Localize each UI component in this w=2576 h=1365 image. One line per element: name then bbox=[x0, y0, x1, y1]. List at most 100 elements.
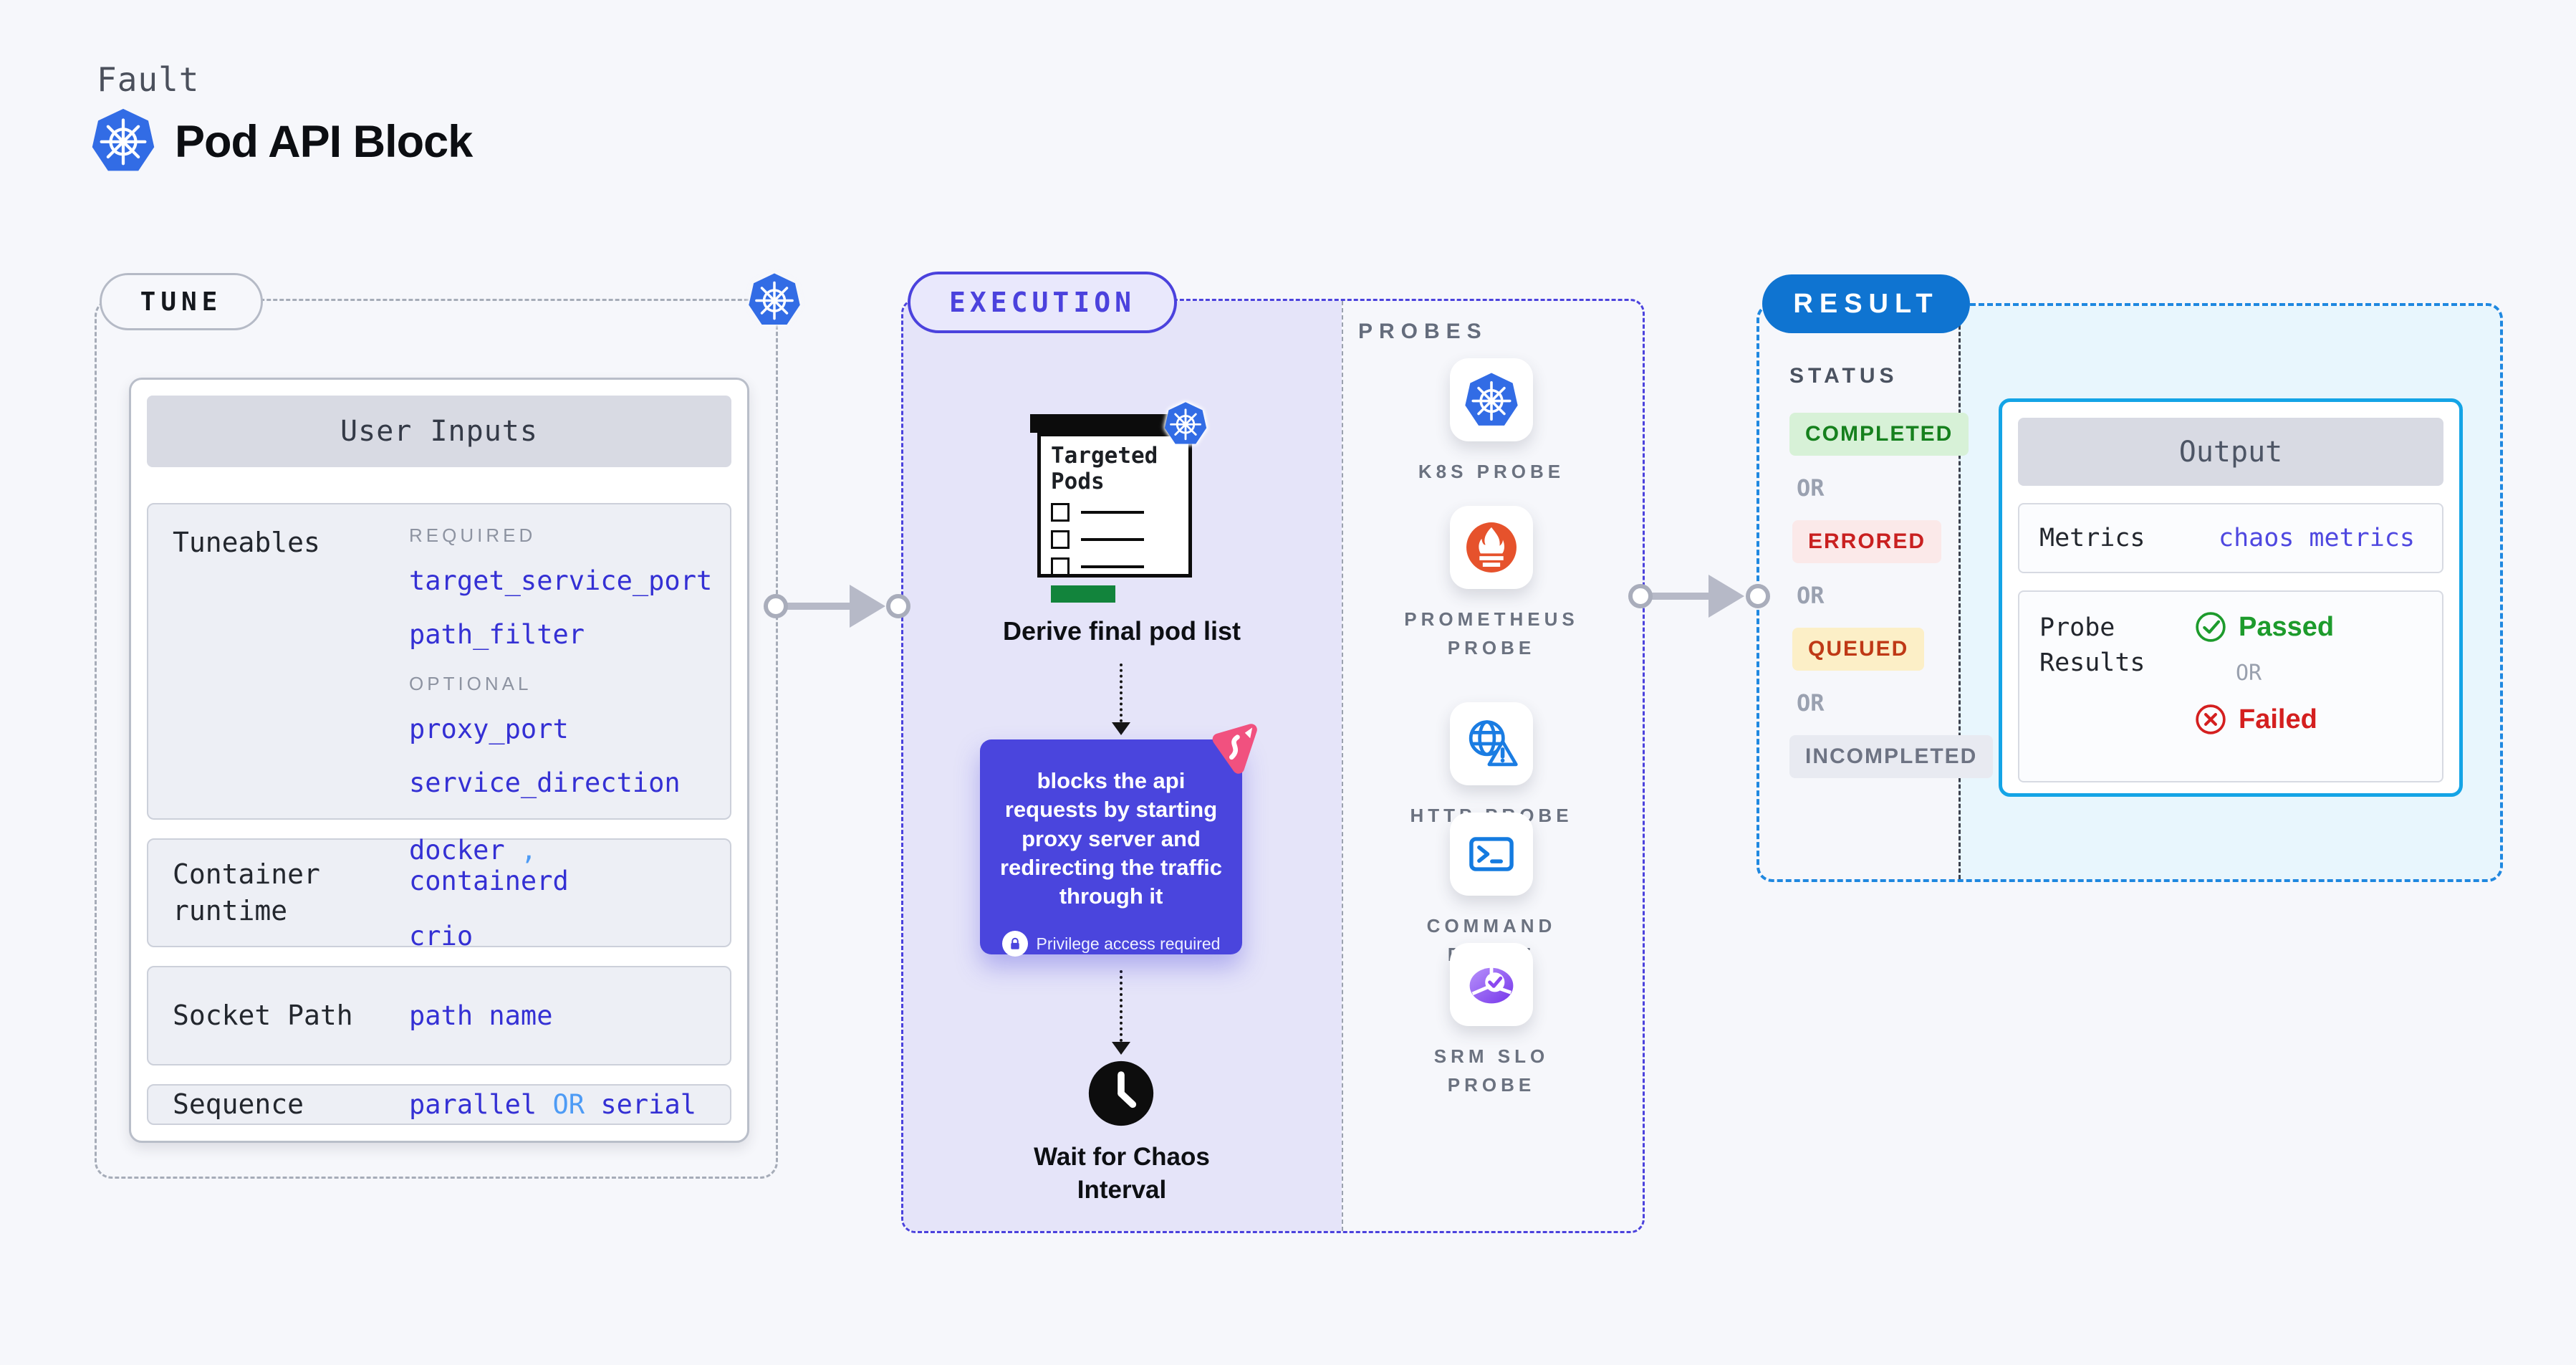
execution-probes-divider bbox=[1342, 301, 1343, 1231]
connector-arrowhead bbox=[850, 585, 885, 628]
metrics-row: Metrics chaos metrics bbox=[2018, 503, 2443, 573]
lock-icon bbox=[1001, 931, 1028, 957]
tuneable-value: path_filter bbox=[409, 619, 585, 650]
x-circle-icon bbox=[2194, 703, 2227, 736]
probe-label: SRM SLO PROBE bbox=[1433, 1045, 1549, 1096]
progress-bar bbox=[1051, 585, 1115, 603]
connector-arrowhead bbox=[1708, 575, 1744, 618]
status-badge-errored: ERRORED bbox=[1792, 520, 1942, 563]
socket-path-label: Socket Path bbox=[173, 1000, 353, 1032]
connector-node bbox=[764, 594, 788, 618]
sequence-option: parallel bbox=[409, 1089, 537, 1121]
flow-dotted-line bbox=[1120, 664, 1123, 722]
checkbox-icon bbox=[1051, 503, 1070, 522]
connector-arrow bbox=[1649, 593, 1717, 600]
tuneable-value: proxy_port bbox=[409, 714, 569, 744]
k8s-probe-icon bbox=[1450, 358, 1533, 441]
optional-label: OPTIONAL bbox=[409, 673, 532, 694]
result-pill: RESULT bbox=[1762, 274, 1970, 333]
targeted-pods-titlebar bbox=[1030, 414, 1192, 433]
probe-item: PROMETHEUS PROBE bbox=[1398, 506, 1585, 663]
globe-warning-icon bbox=[1450, 702, 1533, 785]
targeted-pods-icon: Targeted Pods bbox=[1030, 414, 1192, 603]
probe-label: K8S PROBE bbox=[1418, 461, 1565, 482]
probe-item: K8S PROBE bbox=[1398, 358, 1585, 486]
status-badge-queued: QUEUED bbox=[1792, 628, 1925, 671]
page-title: Pod API Block bbox=[175, 117, 473, 167]
result-divider bbox=[1959, 306, 1961, 879]
status-heading: STATUS bbox=[1789, 364, 1898, 388]
sequence-or: OR bbox=[552, 1089, 585, 1121]
metrics-label: Metrics bbox=[2039, 523, 2145, 552]
probe-results-label: Probe Results bbox=[2039, 613, 2145, 677]
runtime-separator: , bbox=[520, 834, 537, 866]
slo-pie-icon bbox=[1450, 943, 1533, 1026]
connector-node bbox=[1628, 584, 1653, 608]
kubernetes-icon bbox=[747, 272, 802, 327]
pod-list-row bbox=[1051, 557, 1178, 577]
tuneable-value: service_direction bbox=[409, 767, 681, 798]
fault-eyebrow: Fault bbox=[97, 60, 200, 99]
tuneables-label: Tuneables bbox=[173, 527, 320, 558]
tune-section-box bbox=[95, 299, 778, 1179]
kubernetes-icon bbox=[90, 107, 156, 173]
check-circle-icon bbox=[2194, 610, 2227, 643]
or-label: OR bbox=[1797, 689, 1825, 717]
user-inputs-card: User Inputs Tuneables REQUIRED target_se… bbox=[129, 378, 749, 1143]
prometheus-icon bbox=[1450, 506, 1533, 589]
privilege-label: Privilege access required bbox=[1036, 934, 1221, 953]
socket-path-section: Socket Path path name bbox=[147, 966, 731, 1066]
runtime-value: containerd bbox=[409, 865, 569, 896]
connector-arrow bbox=[787, 603, 858, 610]
runtime-value: docker bbox=[409, 834, 505, 866]
tuneable-value: target_service_port bbox=[409, 565, 713, 596]
socket-path-value: path name bbox=[409, 1000, 553, 1032]
checkbox-icon bbox=[1051, 557, 1070, 577]
connector-node bbox=[886, 594, 910, 618]
runtime-value: crio bbox=[409, 920, 474, 952]
probe-results-row: Probe Results Passed OR Failed bbox=[2018, 590, 2443, 782]
metrics-value: chaos metrics bbox=[2219, 524, 2415, 552]
container-runtime-label: Container runtime bbox=[173, 858, 320, 926]
wait-chaos-interval-label: Wait for Chaos Interval bbox=[1034, 1143, 1210, 1204]
clock-icon bbox=[1087, 1059, 1155, 1128]
pod-list-row bbox=[1051, 503, 1178, 522]
execution-pill: EXECUTION bbox=[908, 272, 1177, 333]
status-badge-completed: COMPLETED bbox=[1789, 413, 1969, 456]
kubernetes-icon bbox=[1163, 401, 1208, 446]
status-badge-incompleted: INCOMPLETED bbox=[1789, 735, 1994, 778]
fault-action-text: blocks the api requests by starting prox… bbox=[999, 768, 1223, 909]
container-runtime-section: Container runtime docker , containerd cr… bbox=[147, 835, 731, 952]
fault-action-box: blocks the api requests by starting prox… bbox=[980, 739, 1242, 957]
chaos-pink-icon bbox=[1208, 722, 1261, 775]
output-card: Output Metrics chaos metrics Probe Resul… bbox=[1999, 398, 2463, 797]
connector-node bbox=[1746, 584, 1770, 608]
or-label: OR bbox=[2236, 661, 2262, 686]
sequence-option: serial bbox=[600, 1089, 696, 1121]
checkbox-icon bbox=[1051, 530, 1070, 550]
derive-pod-list-label: Derive final pod list bbox=[1002, 616, 1241, 646]
probes-heading: PROBES bbox=[1358, 320, 1488, 343]
sequence-value: parallel OR serial bbox=[409, 1089, 706, 1120]
runtime-values-line: docker , containerd bbox=[409, 835, 706, 896]
tune-pill: TUNE bbox=[100, 273, 263, 330]
flow-dotted-line bbox=[1120, 970, 1123, 1042]
targeted-pods-title: Targeted Pods bbox=[1051, 443, 1158, 494]
output-title: Output bbox=[2018, 418, 2443, 486]
or-label: OR bbox=[1797, 474, 1825, 502]
terminal-icon bbox=[1450, 813, 1533, 896]
pod-list-row bbox=[1051, 530, 1178, 550]
tuneables-section: Tuneables REQUIRED target_service_port p… bbox=[147, 503, 731, 820]
probe-item: SRM SLO PROBE bbox=[1398, 943, 1585, 1100]
flow-arrowhead bbox=[1112, 722, 1130, 735]
probe-label: PROMETHEUS PROBE bbox=[1404, 608, 1579, 659]
sequence-section: Sequence parallel OR serial bbox=[147, 1084, 731, 1125]
status-column: STATUS COMPLETED OR ERRORED OR QUEUED OR… bbox=[1789, 364, 1994, 795]
sequence-label: Sequence bbox=[173, 1088, 304, 1121]
required-label: REQUIRED bbox=[409, 525, 537, 546]
probe-item: HTTP PROBE bbox=[1398, 702, 1585, 830]
user-inputs-title: User Inputs bbox=[147, 396, 731, 467]
passed-label: Passed bbox=[2239, 611, 2335, 642]
flow-arrowhead bbox=[1112, 1042, 1130, 1055]
